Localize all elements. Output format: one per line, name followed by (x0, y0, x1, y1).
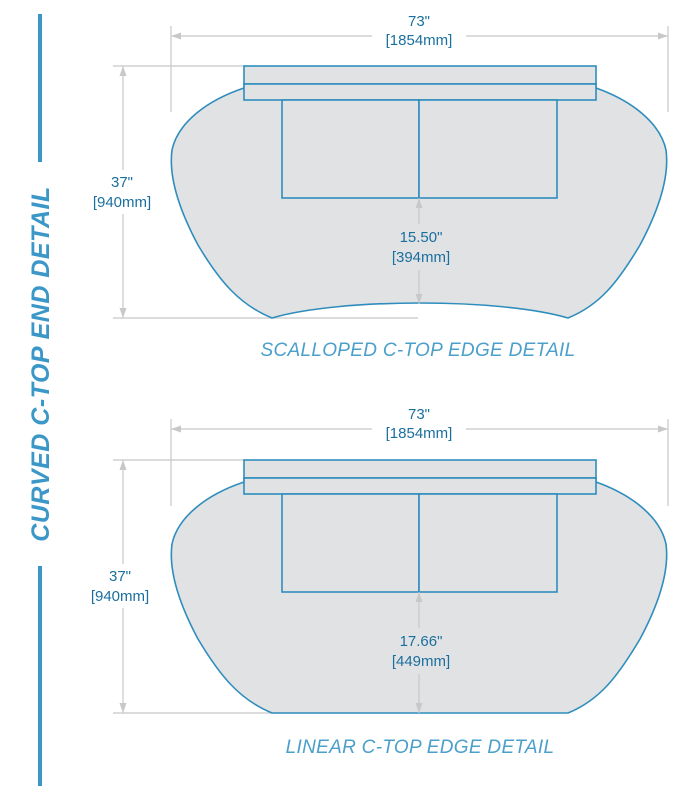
inner-dim-imperial: 17.66" (400, 633, 443, 650)
side-title-group: CURVED C-TOP END DETAIL (27, 14, 55, 786)
right-module (418, 99, 558, 199)
depth-arrow-bottom (119, 308, 127, 318)
width-dim-imperial: 73" (408, 406, 430, 423)
inner-dim-metric: [394mm] (392, 249, 450, 266)
width-arrow-right (658, 425, 668, 433)
width-label-mask (372, 10, 466, 54)
depth-dim-imperial: 37" (111, 174, 133, 191)
front-bar (243, 477, 597, 495)
caption-scalloped: SCALLOPED C-TOP EDGE DETAIL (261, 340, 576, 361)
depth-label-mask (80, 564, 166, 608)
side-title: CURVED C-TOP END DETAIL (27, 186, 55, 542)
inner-arrow-bottom (415, 294, 423, 304)
depth-dim-imperial: 37" (109, 568, 131, 585)
inner-label-mask (383, 224, 459, 270)
depth-dim-metric: [940mm] (93, 194, 151, 211)
width-arrow-left (171, 425, 181, 433)
width-arrow-left (171, 32, 181, 40)
depth-arrow-top (119, 66, 127, 76)
width-dim-metric: [1854mm] (386, 425, 453, 442)
width-arrow-right (658, 32, 668, 40)
left-module (281, 493, 420, 593)
rear-bar (243, 459, 597, 479)
depth-arrow-bottom (119, 703, 127, 713)
panel-linear: 73" [1854mm] 37" [940mm] 17.66" [449mm] … (80, 403, 669, 758)
inner-dim-imperial: 15.50" (400, 229, 443, 246)
right-module (418, 493, 558, 593)
width-label-mask (372, 403, 466, 447)
front-bar (243, 83, 597, 101)
left-module (281, 99, 420, 199)
inner-arrow-top (415, 592, 423, 602)
depth-dim-metric: [940mm] (91, 588, 149, 605)
caption-linear: LINEAR C-TOP EDGE DETAIL (286, 737, 555, 758)
inner-arrow-top (415, 198, 423, 208)
inner-dim-metric: [449mm] (392, 653, 450, 670)
width-dim-metric: [1854mm] (386, 32, 453, 49)
inner-arrow-bottom (415, 703, 423, 713)
width-dim-imperial: 73" (408, 13, 430, 30)
panel-scalloped: 73" [1854mm] 37" [940mm] 15.50" [394mm] … (84, 10, 669, 361)
inner-label-mask (381, 628, 461, 674)
depth-label-mask (84, 170, 164, 214)
depth-arrow-top (119, 460, 127, 470)
rear-bar (243, 65, 597, 85)
